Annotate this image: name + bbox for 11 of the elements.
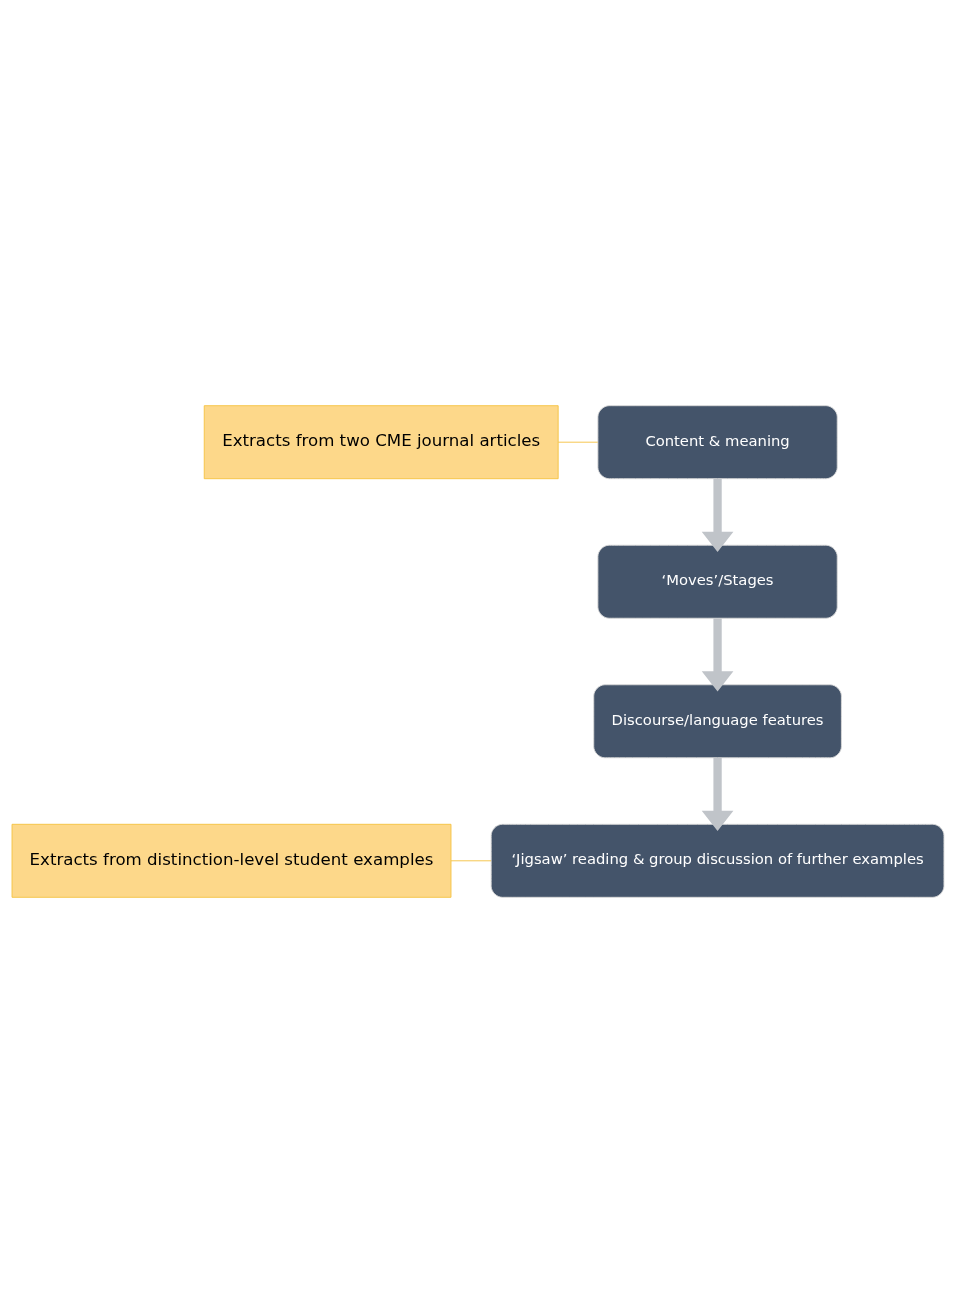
connector (450, 859, 492, 861)
node-box: Extracts from two CME journal articles (203, 404, 559, 479)
node-box: ‘Jigsaw’ reading & group discussion of further examples (490, 823, 945, 898)
node-box: ‘Moves’/Stages (597, 544, 838, 619)
node-box: Discourse/language features (593, 683, 842, 758)
arrow (701, 757, 734, 831)
node-box: Extracts from distinction-level student examples (11, 823, 452, 898)
node-box: Content & meaning (597, 404, 838, 479)
connector (557, 441, 599, 443)
arrow (701, 617, 734, 691)
arrow (701, 478, 734, 552)
